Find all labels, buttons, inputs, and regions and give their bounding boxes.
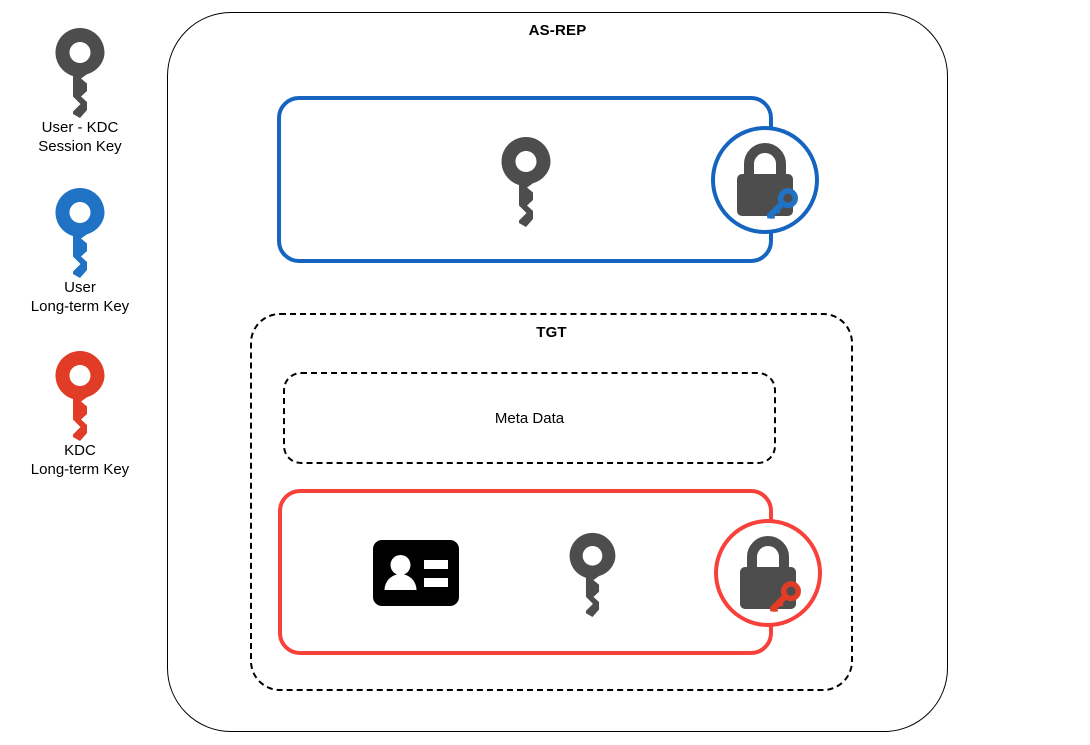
tgt-title: TGT [536, 324, 567, 341]
legend-item-user-kdc-session-key: User - KDC Session Key [0, 26, 160, 156]
id-card-icon [373, 540, 459, 606]
red-encrypted-envelope [278, 489, 773, 655]
as-rep-container [167, 12, 948, 732]
meta-data-label: Meta Data [494, 409, 565, 427]
session-key-icon [501, 137, 551, 227]
red-padlock-icon [714, 519, 822, 627]
blue-padlock-icon [711, 126, 819, 234]
key-icon-wrap [0, 26, 160, 118]
legend-item-label: KDC Long-term Key [30, 442, 130, 478]
key-icon-wrap [0, 186, 160, 278]
tgt-container [250, 313, 853, 691]
meta-data-box: Meta Data [283, 372, 776, 464]
key-icon-wrap [0, 349, 160, 441]
legend-item-label: User - KDC Session Key [38, 119, 122, 155]
legend-item-label: User Long-term Key [30, 279, 130, 315]
key-icon [55, 28, 105, 118]
as-rep-title: AS-REP [528, 22, 587, 39]
legend: User - KDC Session Key User Long-term Ke… [0, 0, 160, 745]
key-icon [55, 351, 105, 441]
legend-item-user-long-term-key: User Long-term Key [0, 186, 160, 316]
key-icon [55, 188, 105, 278]
legend-item-kdc-long-term-key: KDC Long-term Key [0, 349, 160, 479]
session-key-icon [569, 532, 616, 617]
